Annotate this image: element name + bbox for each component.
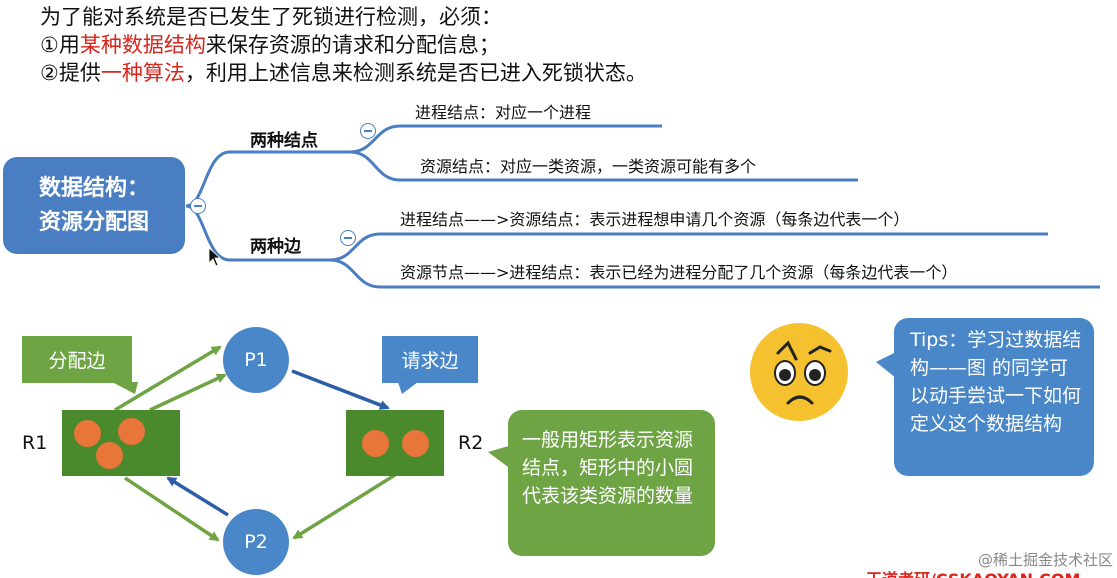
r2-unit xyxy=(402,430,429,457)
assign-edge-r1-p2 xyxy=(124,476,220,542)
assign-edge-r1-p1-b xyxy=(149,373,227,412)
process-node-p1[interactable]: P1 xyxy=(223,327,289,393)
assign-edge-r1-p1-a xyxy=(114,345,222,412)
collapse-root-icon[interactable] xyxy=(190,198,206,214)
tips-callout-tail xyxy=(876,352,896,378)
tips-text: Tips：学习过数据结构——图 的同学可以动手尝试一下如何定义这个数据结构 xyxy=(910,329,1082,435)
root-label-line-1: 数据结构： xyxy=(38,175,149,201)
note-callout-tail xyxy=(488,445,512,470)
request-edge-p2-r1 xyxy=(166,476,229,517)
request-edge-label: 请求边 xyxy=(382,336,478,383)
watermark-site: @稀土掘金技术社区 xyxy=(977,551,1113,569)
assign-callout-tail xyxy=(112,382,138,394)
note-callout: 一般用矩形表示资源结点，矩形中的小圆代表该类资源的数量 xyxy=(508,410,715,556)
collapse-nodes-icon[interactable] xyxy=(360,123,376,139)
collapse-edges-icon[interactable] xyxy=(340,230,356,246)
worried-face-icon xyxy=(750,323,848,421)
intro-line-3: ②提供一种算法，利用上述信息来检测系统是否已进入死锁状态。 xyxy=(40,60,647,86)
intro-line-2-suffix: 来保存资源的请求和分配信息； xyxy=(205,33,500,57)
r1-label: R1 xyxy=(22,432,48,454)
intro-line-2-prefix: ①用 xyxy=(40,33,80,57)
r2-label: R2 xyxy=(458,432,484,454)
connector-edges-assign xyxy=(329,258,381,289)
connector-nodes-resource xyxy=(349,150,401,182)
root-label-line-2: 资源分配图 xyxy=(38,209,149,235)
intro-highlight-data-structure: 某种数据结构 xyxy=(79,33,206,57)
p1-label: P1 xyxy=(244,349,268,371)
leaf-assign-edge[interactable]: 资源节点——>进程结点：表示已经为进程分配了几个资源（每条边代表一个） xyxy=(400,263,958,282)
intro-line-1: 为了能对系统是否已发生了死锁进行检测，必须： xyxy=(40,5,502,29)
note-text: 一般用矩形表示资源结点，矩形中的小圆代表该类资源的数量 xyxy=(522,429,694,507)
resource-node-r2[interactable] xyxy=(346,410,444,476)
p2-label: P2 xyxy=(244,531,268,553)
branch-two-edge-types[interactable]: 两种边 xyxy=(250,237,301,257)
leaf-process-node[interactable]: 进程结点：对应一个进程 xyxy=(415,103,592,122)
branch-two-node-types[interactable]: 两种结点 xyxy=(250,131,318,151)
intro-line-3-suffix: ，利用上述信息来检测系统是否已进入死锁状态。 xyxy=(184,61,647,85)
resource-node-r1[interactable] xyxy=(62,410,180,476)
leaf-resource-node[interactable]: 资源结点：对应一类资源，一类资源可能有多个 xyxy=(420,157,757,176)
mindmap-root[interactable]: 数据结构： 资源分配图 xyxy=(3,157,185,254)
intro-line-2: ①用某种数据结构来保存资源的请求和分配信息； xyxy=(40,32,500,58)
intro-highlight-algorithm: 一种算法 xyxy=(100,61,185,85)
r1-unit xyxy=(96,442,123,469)
leaf-request-edge[interactable]: 进程结点——>资源结点：表示进程想申请几个资源（每条边代表一个） xyxy=(400,210,910,229)
r1-unit xyxy=(74,420,101,447)
request-edge-p1-r2 xyxy=(291,369,390,410)
intro-line-3-prefix: ②提供 xyxy=(40,61,101,85)
watermark-brand: 王道考研/CSKAOYAN.COM xyxy=(866,566,1080,578)
tips-callout: Tips：学习过数据结构——图 的同学可以动手尝试一下如何定义这个数据结构 xyxy=(894,318,1094,476)
r2-unit xyxy=(362,430,389,457)
process-node-p2[interactable]: P2 xyxy=(223,509,289,575)
request-edge-text: 请求边 xyxy=(401,350,459,372)
assign-edge-text: 分配边 xyxy=(48,350,106,372)
assign-edge-r2-p2 xyxy=(292,473,396,540)
request-callout-tail xyxy=(398,382,418,394)
r1-unit xyxy=(118,418,145,445)
cursor-pointer-icon xyxy=(208,247,222,267)
assign-edge-label: 分配边 xyxy=(22,336,132,383)
